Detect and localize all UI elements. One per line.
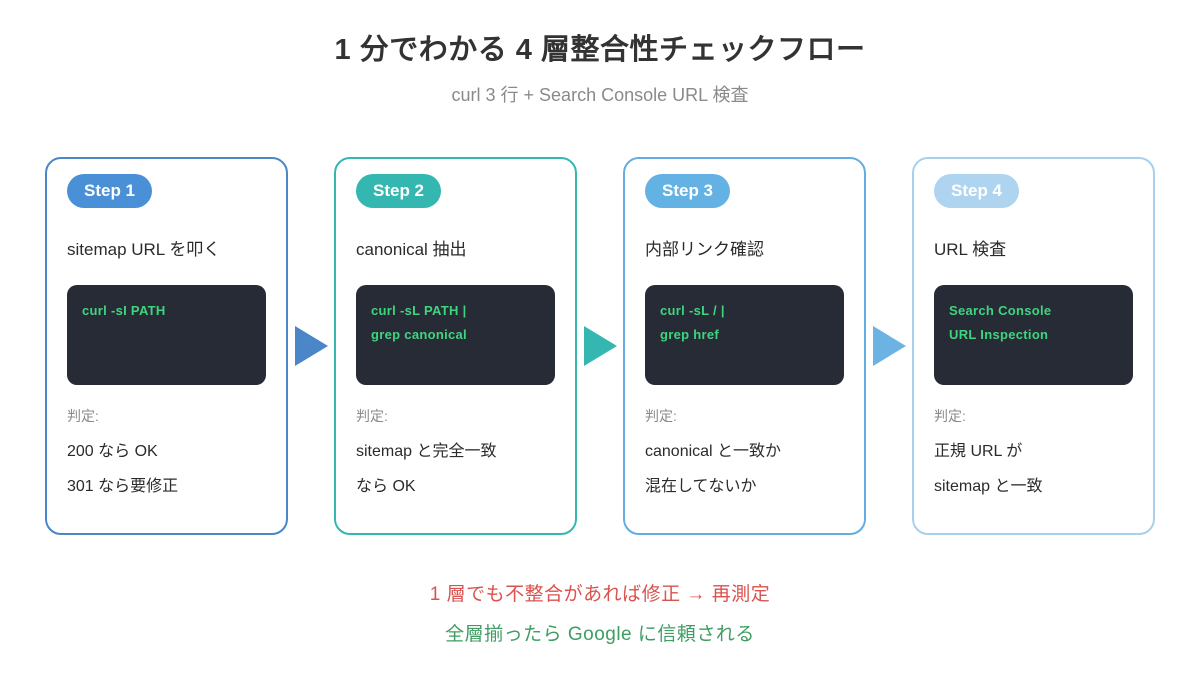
judgment-line: 混在してないか: [645, 478, 757, 495]
footer-success-text: 全層揃ったら Google に信頼される: [445, 624, 755, 645]
judgment-line: canonical と一致か: [645, 443, 782, 460]
step-description: 内部リンク確認: [645, 240, 764, 259]
judgment-line: 301 なら要修正: [67, 478, 179, 495]
step-description: URL 検査: [934, 240, 1007, 259]
judgment-line: 正規 URL が: [934, 443, 1023, 460]
code-block: Search Console URL Inspection: [934, 285, 1133, 385]
judgment-label: 判定:: [645, 408, 677, 424]
step-card-1: Step 1 sitemap URL を叩く curl -sI PATH 判定:…: [45, 157, 288, 535]
code-block: curl -sI PATH: [67, 285, 266, 385]
code-block: curl -sL / | grep href: [645, 285, 844, 385]
judgment-line: 200 なら OK: [67, 443, 158, 460]
step-description: sitemap URL を叩く: [67, 240, 221, 259]
step-card-3: Step 3 内部リンク確認 curl -sL / | grep href 判定…: [623, 157, 866, 535]
arrow-right-icon: [872, 326, 906, 366]
page-subtitle: curl 3 行 + Search Console URL 検査: [451, 85, 749, 105]
code-block: curl -sL PATH | grep canonical: [356, 285, 555, 385]
judgment-line: sitemap と一致: [934, 478, 1043, 495]
step-badge: Step 4: [934, 174, 1020, 208]
code-line: grep href: [660, 327, 720, 342]
flow-arrow-1: [288, 157, 334, 535]
code-line: Search Console: [949, 303, 1052, 318]
code-line: curl -sL / |: [660, 303, 725, 318]
infographic-page: 1 分でわかる 4 層整合性チェックフロー curl 3 行 + Search …: [0, 0, 1200, 646]
footer: 1 層でも不整合があれば修正 → 再測定 全層揃ったら Google に信頼され…: [0, 579, 1200, 646]
code-line: curl -sL PATH |: [371, 303, 467, 318]
code-line: grep canonical: [371, 327, 467, 342]
judgment-line: sitemap と完全一致: [356, 443, 497, 460]
page-title: 1 分でわかる 4 層整合性チェックフロー: [334, 34, 866, 66]
flow-arrow-2: [577, 157, 623, 535]
flow-arrow-3: [866, 157, 912, 535]
code-line: curl -sI PATH: [82, 303, 166, 318]
code-line: URL Inspection: [949, 327, 1049, 342]
judgment-label: 判定:: [934, 408, 966, 424]
header: 1 分でわかる 4 層整合性チェックフロー curl 3 行 + Search …: [0, 0, 1200, 107]
judgment-label: 判定:: [67, 408, 99, 424]
step-badge: Step 2: [356, 174, 442, 208]
step-description: canonical 抽出: [356, 240, 467, 259]
judgment-line: なら OK: [356, 478, 416, 495]
arrow-right-icon: [583, 326, 617, 366]
step-badge: Step 3: [645, 174, 731, 208]
arrow-right-icon: [294, 326, 328, 366]
footer-warning-text: 1 層でも不整合があれば修正 → 再測定: [429, 584, 771, 605]
step-card-2: Step 2 canonical 抽出 curl -sL PATH | grep…: [334, 157, 577, 535]
step-flow: Step 1 sitemap URL を叩く curl -sI PATH 判定:…: [45, 157, 1155, 535]
step-badge: Step 1: [67, 174, 153, 208]
step-card-4: Step 4 URL 検査 Search Console URL Inspect…: [912, 157, 1155, 535]
judgment-label: 判定:: [356, 408, 388, 424]
